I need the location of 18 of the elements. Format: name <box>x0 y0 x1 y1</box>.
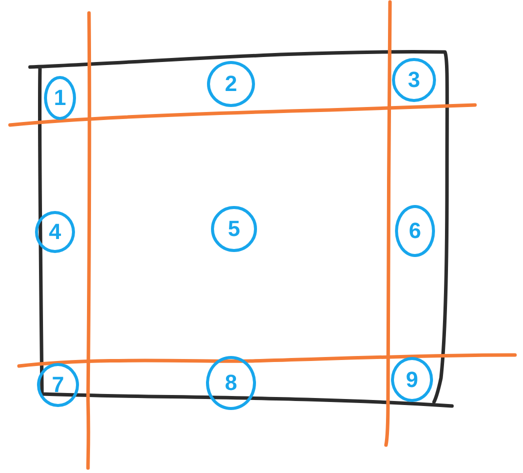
numbered-circle <box>391 357 433 402</box>
slice-number: 4 <box>48 221 62 243</box>
slice-number: 8 <box>224 372 238 394</box>
slice-number: 3 <box>408 69 420 91</box>
numbered-circle <box>35 211 75 253</box>
numbered-circle <box>392 58 436 102</box>
numbered-circle <box>395 205 435 257</box>
slice-number: 9 <box>406 368 418 390</box>
numbered-circle <box>211 206 257 252</box>
numbered-circle <box>37 363 79 407</box>
slice-number: 5 <box>228 218 240 240</box>
numbered-circle <box>206 356 256 410</box>
slice-number: 1 <box>54 87 66 109</box>
slice-number: 7 <box>52 374 64 396</box>
slice-number: 6 <box>408 220 422 242</box>
numbered-circle <box>44 76 76 120</box>
numbered-circle <box>207 61 255 107</box>
slice-number: 2 <box>224 73 238 95</box>
